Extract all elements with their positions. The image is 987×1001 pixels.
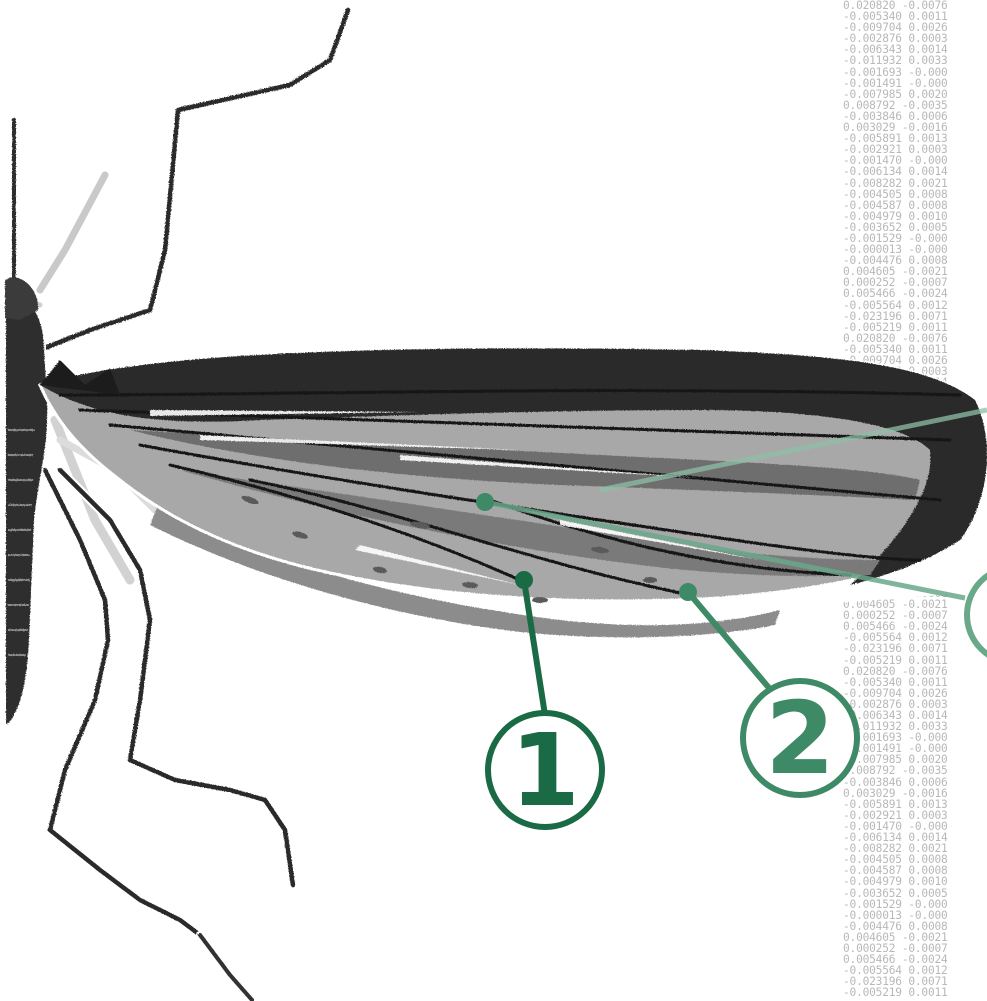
callout-1: 1 (488, 571, 602, 829)
callout-2-label: 2 (765, 680, 835, 797)
callout-1-label: 1 (510, 712, 580, 829)
insect-body (5, 277, 48, 725)
